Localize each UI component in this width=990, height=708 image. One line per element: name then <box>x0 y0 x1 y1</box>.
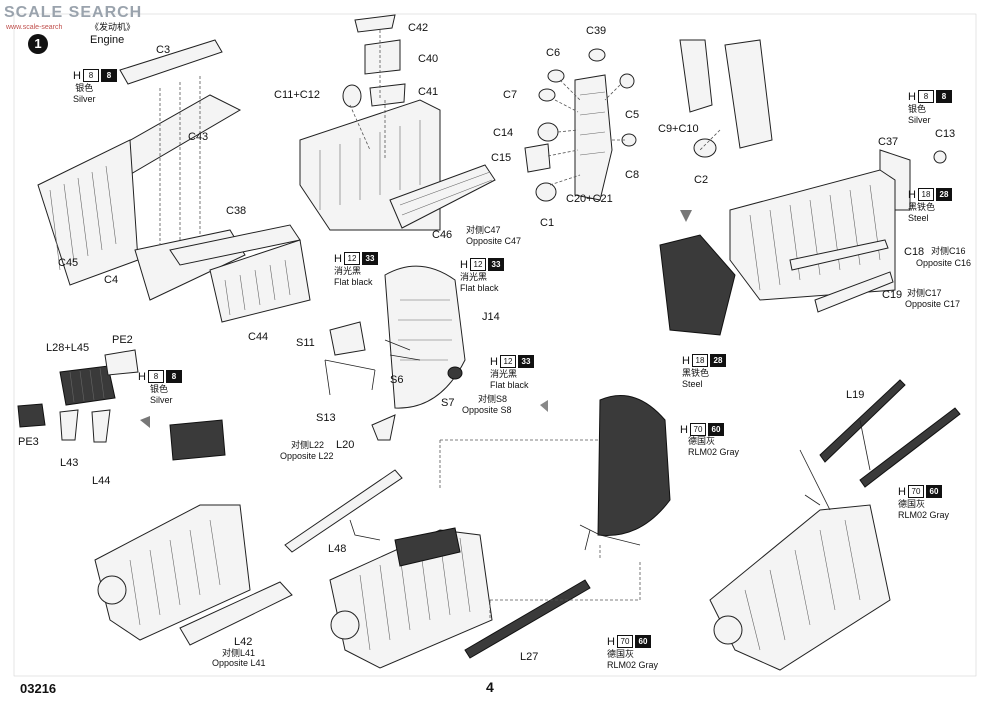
supercharger-assembly <box>659 39 947 336</box>
opposite-l22-cn: 对侧L22 <box>291 440 325 450</box>
opposite-s8-en: Opposite S8 <box>462 405 512 415</box>
opposite-s8-cn: 对侧S8 <box>478 394 508 404</box>
part-label-l28-l45: L28+L45 <box>46 342 90 354</box>
part-label-c38: C38 <box>226 205 247 217</box>
opposite-l22-en: Opposite L22 <box>280 451 334 461</box>
firewall-panel-assembly <box>324 265 466 441</box>
part-label-s11: S11 <box>296 337 315 349</box>
part-label-c39: C39 <box>586 25 607 37</box>
part-label-c13: C13 <box>935 128 956 140</box>
opposite-c16-cn: 对侧C16 <box>931 246 966 256</box>
opposite-c17-cn: 对侧C17 <box>907 288 942 298</box>
engine-bearer-assembly <box>37 39 311 323</box>
part-label-c46: C46 <box>432 229 453 241</box>
page-number: 4 <box>486 679 494 695</box>
engine-assembled-left <box>94 504 293 646</box>
part-label-s13: S13 <box>316 412 336 424</box>
opposite-l41-cn: 对侧L41 <box>222 648 256 658</box>
part-label-l44: L44 <box>92 475 111 487</box>
part-label-c41: C41 <box>418 86 439 98</box>
part-label-l20: L20 <box>336 439 355 451</box>
part-label-c14: C14 <box>493 127 514 139</box>
part-label-l42: L42 <box>234 636 253 648</box>
engine-assembled-center <box>284 469 641 669</box>
part-label-c15: C15 <box>491 152 512 164</box>
frame-border <box>13 13 977 677</box>
part-label-l48: L48 <box>328 543 347 555</box>
part-label-c3: C3 <box>156 44 171 56</box>
accessory-parts-tree <box>524 48 637 202</box>
part-label-l19: L19 <box>846 389 865 401</box>
watermark-url: www.scale-search <box>6 24 63 31</box>
step-number-badge: 1 <box>28 34 48 54</box>
part-label-c7: C7 <box>503 89 518 101</box>
armor-plate-assembly <box>439 395 671 560</box>
part-label-c40: C40 <box>418 53 439 65</box>
part-label-c4: C4 <box>104 274 119 286</box>
part-label-c18: C18 <box>904 246 925 258</box>
part-label-c37: C37 <box>878 136 899 148</box>
part-label-c42: C42 <box>408 22 429 34</box>
part-label-s6: S6 <box>390 374 404 386</box>
part-label-pe3: PE3 <box>18 436 39 448</box>
opposite-c47-en: Opposite C47 <box>466 236 522 246</box>
part-label-c1: C1 <box>540 217 555 229</box>
part-label-l43: L43 <box>60 457 79 469</box>
part-label-c44: C44 <box>248 331 269 343</box>
part-label-c19: C19 <box>882 289 903 301</box>
part-label-c6: C6 <box>546 47 561 59</box>
engine-block-upper <box>299 14 496 231</box>
part-label-c8: C8 <box>625 169 640 181</box>
part-label-c2: C2 <box>694 174 709 186</box>
part-label-c11-c12: C11+C12 <box>274 89 320 101</box>
catalog-number: 03216 <box>20 681 57 696</box>
opposite-c17-en: Opposite C17 <box>905 299 961 309</box>
part-label-l27: L27 <box>520 651 539 663</box>
step-title-cn: 《发动机》 <box>90 22 136 32</box>
engine-mount-frame <box>819 379 961 488</box>
opposite-c47-cn: 对侧C47 <box>466 225 501 235</box>
part-label-s7: S7 <box>441 397 455 409</box>
engine-assembled-right <box>709 449 891 671</box>
part-label-c43: C43 <box>188 131 209 143</box>
part-label-c5: C5 <box>625 109 640 121</box>
part-label-c20-c21: C20+C21 <box>566 193 613 205</box>
opposite-l41-en: Opposite L41 <box>212 658 266 668</box>
part-label-j14: J14 <box>482 311 500 323</box>
watermark-logo: SCALE SEARCH <box>4 4 143 21</box>
part-label-c45: C45 <box>58 257 79 269</box>
part-label-c9-c10: C9+C10 <box>658 123 699 135</box>
step-title-en: Engine <box>90 34 125 46</box>
part-label-pe2: PE2 <box>112 334 133 346</box>
exhaust-assembly <box>17 349 226 461</box>
opposite-c16-en: Opposite C16 <box>916 258 972 268</box>
